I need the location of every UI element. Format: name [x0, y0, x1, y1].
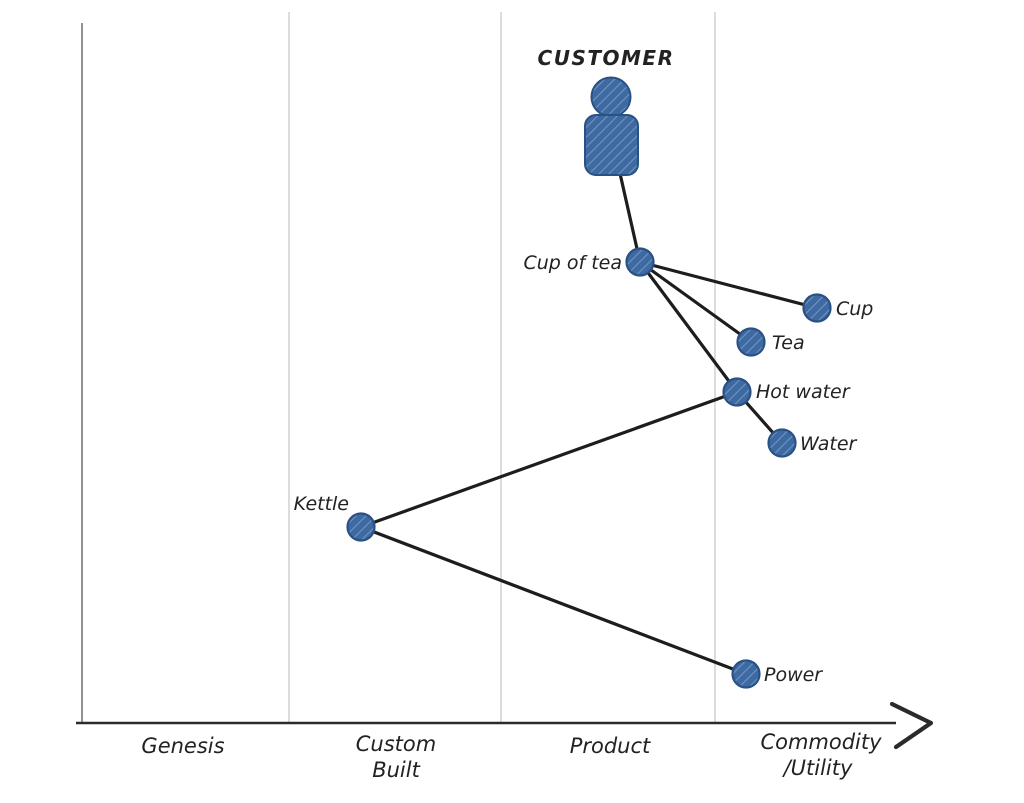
node-water [767, 428, 797, 458]
label-customer: CUSTOMER [538, 46, 675, 70]
edge-kettle-to-power [359, 525, 748, 676]
edge-hot-water-to-kettle [359, 390, 739, 529]
stage-label-custom-line1: Custom [356, 732, 436, 756]
label-cup-of-tea: Cup of tea [523, 252, 622, 274]
stage-label-custom-line2: Built [372, 758, 420, 782]
edge-cup-of-tea-to-tea [638, 260, 753, 344]
edge-cup-of-tea-to-cup [638, 260, 819, 310]
node-tea [736, 327, 766, 357]
evolution-axis-arrow-icon [889, 701, 934, 750]
node-kettle [346, 512, 376, 542]
node-hot-water [722, 377, 752, 407]
stage-label-product: Product [570, 734, 651, 758]
label-power: Power [764, 664, 823, 686]
label-kettle: Kettle [294, 493, 349, 515]
stage-label-commodity-line1: Commodity [760, 730, 882, 754]
label-tea: Tea [772, 332, 805, 354]
node-cup [802, 293, 832, 323]
stage-label-genesis: Genesis [141, 734, 224, 758]
node-cup-of-tea [625, 247, 655, 277]
label-water: Water [800, 433, 858, 455]
stage-label-commodity-line2: /Utility [782, 756, 853, 780]
edge-cup-of-tea-to-hot-water [638, 260, 739, 394]
node-power [731, 659, 761, 689]
label-hot-water: Hot water [756, 381, 851, 403]
customer-person-icon [584, 76, 639, 176]
label-cup: Cup [836, 298, 873, 320]
